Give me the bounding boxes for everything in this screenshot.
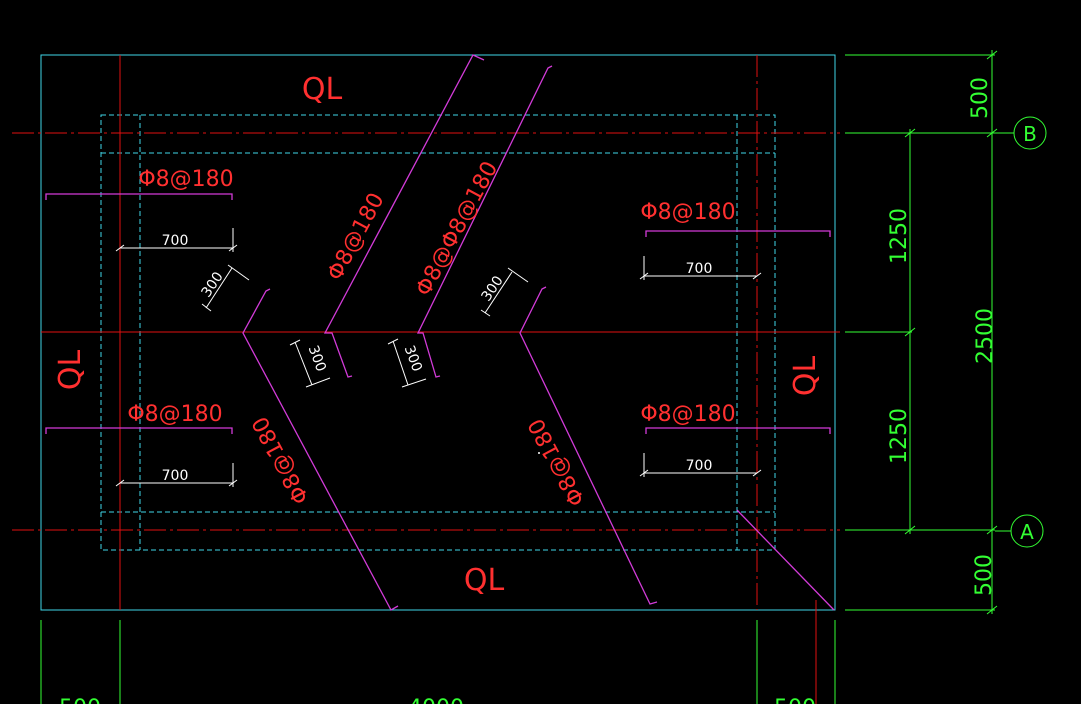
axis-lines <box>12 55 840 704</box>
rebar-bottom-right <box>645 427 831 434</box>
center-dot <box>538 452 540 454</box>
rebar-label-top-right: Φ8@180 <box>640 200 735 225</box>
dimension-lines <box>40 50 1047 704</box>
dim-right-bottom-500: 500 <box>972 554 997 596</box>
rebar-corner-diagonal <box>736 509 835 611</box>
rebar-group <box>45 54 835 611</box>
rebar-diag-upper-2 <box>416 65 553 378</box>
rebar-label-bottom-right: Φ8@180 <box>640 402 735 427</box>
rebar-diag-upper-1 <box>323 54 485 378</box>
rebar-label-bottom-left: Φ8@180 <box>127 402 222 427</box>
rebar-top-left <box>45 193 233 200</box>
dim-right-lower-1250: 1250 <box>887 408 912 464</box>
rebar-label-diag-upper-1: Φ8@180 <box>323 189 390 285</box>
dim-700-bottom-right: 700 <box>686 458 713 474</box>
dim-300-hook-c: 300 <box>305 343 329 374</box>
dim-right-top-500: 500 <box>968 77 993 119</box>
rebar-diag-lower-1 <box>242 288 399 611</box>
detail-dimensions <box>115 228 762 487</box>
outline-group <box>40 54 836 611</box>
beam-label-right: QL <box>788 356 823 397</box>
dim-300-hook-a: 300 <box>199 269 227 300</box>
dim-700-top-right: 700 <box>686 261 713 277</box>
beam-label-left: QL <box>53 350 88 391</box>
dim-300-hook-b: 300 <box>479 273 507 304</box>
dim-right-upper-1250: 1250 <box>887 208 912 264</box>
rebar-label-diag-lower-1: Φ8@180 <box>248 412 315 508</box>
rebar-top-right <box>645 230 831 237</box>
beam-label-top: QL <box>302 72 343 107</box>
rebar-bottom-left <box>45 427 233 434</box>
axis-label-a: A <box>1020 520 1034 544</box>
dim-right-total-2500: 2500 <box>973 308 998 364</box>
dim-700-top-left: 700 <box>162 233 189 249</box>
rebar-label-diag-lower-2: Φ8@180 <box>524 414 591 510</box>
dim-bottom-mid-4000: 4000 <box>408 696 464 704</box>
rebar-diag-lower-2 <box>519 286 658 605</box>
rebar-label-top-left: Φ8@180 <box>138 167 233 192</box>
dim-700-bottom-left: 700 <box>162 468 189 484</box>
axis-label-b: B <box>1023 122 1037 146</box>
dim-300-hook-d: 300 <box>401 343 425 374</box>
dim-bottom-left-500: 500 <box>59 696 101 704</box>
beam-label-bottom: QL <box>464 563 505 598</box>
dim-bottom-right-500: 500 <box>774 696 816 704</box>
